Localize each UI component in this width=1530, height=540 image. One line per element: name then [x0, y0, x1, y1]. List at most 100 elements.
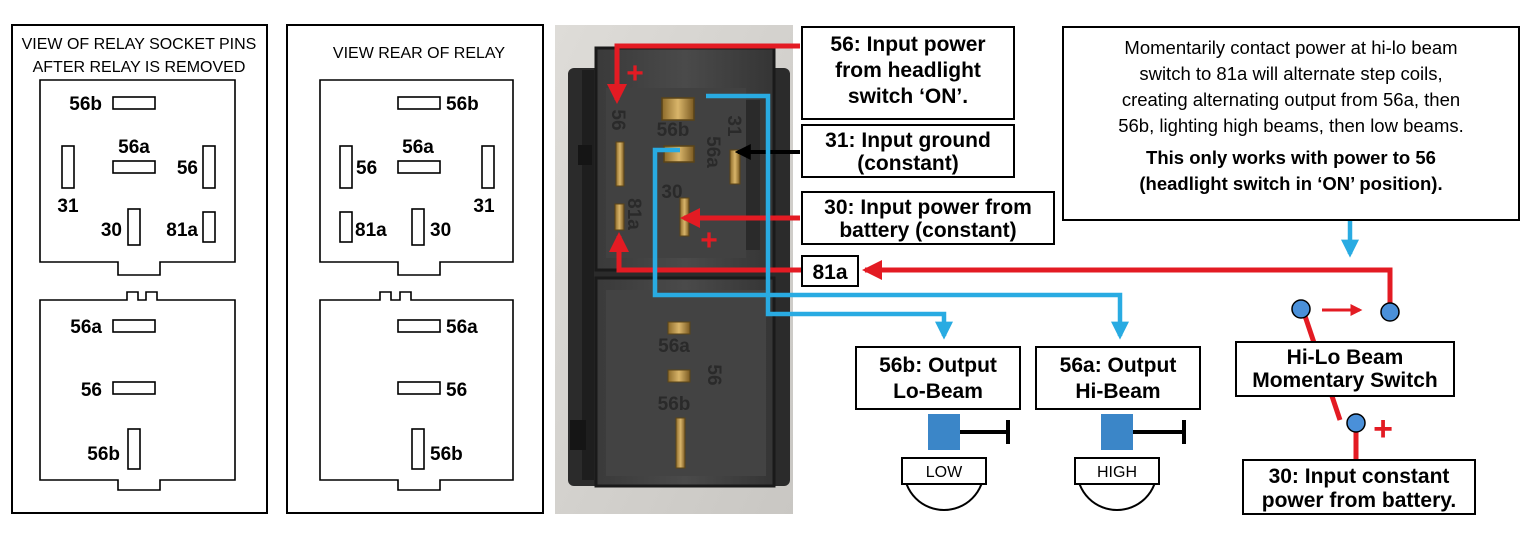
hi-bulb-connector — [1133, 420, 1186, 444]
hi-lo-switch: Hi-Lo Beam Momentary Switch — [1235, 299, 1455, 433]
callout-56-line3: switch ‘ON’. — [848, 85, 968, 108]
hi-bulb-label-box — [1074, 457, 1160, 485]
photo-label-56: 56 — [607, 109, 628, 130]
lo-bulb-connector — [960, 420, 1010, 444]
socket-label-56a: 56a — [118, 137, 150, 158]
hi-beam-bulb-icon: HIGH — [1074, 414, 1186, 511]
socket-pin-56a — [112, 160, 156, 174]
hi-beam-output: 56a: Output Hi-Beam HIGH — [1035, 346, 1201, 511]
socket-label-31: 31 — [57, 196, 79, 217]
photo-lower-label-56a: 56a — [658, 336, 690, 357]
socket-lower-pin-56a — [112, 319, 156, 333]
socket-view-panel: VIEW OF RELAY SOCKET PINS AFTER RELAY IS… — [11, 24, 268, 514]
terminal-lower-56 — [667, 369, 691, 383]
rear-pin-56b — [397, 96, 441, 110]
rear-lower-label-56b: 56b — [430, 444, 463, 465]
hi-beam-line2: Hi-Beam — [1075, 380, 1160, 403]
wire-81a-terminal — [609, 232, 802, 273]
rear-lower-label-56a: 56a — [446, 317, 478, 338]
socket-lower-label-56: 56 — [81, 380, 102, 401]
socket-panel-title-line2: AFTER RELAY IS REMOVED — [33, 59, 246, 76]
rear-lower-pin-56 — [397, 381, 441, 395]
battery-node — [1346, 413, 1366, 433]
callout-31: 31: Input ground (constant) — [801, 124, 1015, 178]
rear-pin-56a — [397, 160, 441, 174]
battery-line1: 30: Input constant — [1269, 465, 1450, 488]
socket-pin-31 — [61, 145, 75, 189]
plus-sign-30: + — [700, 224, 718, 257]
battery-box — [1242, 459, 1476, 515]
photo-label-31: 31 — [723, 115, 744, 137]
socket-pin-56 — [202, 145, 216, 189]
photo-lower-label-56b: 56b — [658, 394, 691, 415]
relay-clip-upper — [578, 145, 592, 165]
rear-label-56b: 56b — [446, 94, 479, 115]
hi-beam-line1: 56a: Output — [1060, 354, 1177, 377]
plus-sign-56: + — [626, 57, 644, 90]
socket-pin-81a — [202, 211, 216, 243]
photo-label-56a: 56a — [702, 136, 723, 168]
relay-lower-recess — [606, 290, 766, 476]
callout-56-line1: 56: Input power — [830, 33, 985, 56]
switch-line2: Momentary Switch — [1252, 369, 1438, 392]
callout-31-line2: (constant) — [857, 152, 959, 175]
relay-upper-wall — [746, 100, 760, 250]
callout-81a-label: 81a — [812, 261, 847, 284]
callout-31-box — [801, 124, 1015, 178]
rear-lower-label-56: 56 — [446, 380, 467, 401]
callout-81a: 81a — [801, 255, 859, 287]
note-line1: Momentarily contact power at hi-lo beam — [1124, 37, 1457, 58]
lo-bulb-label: LOW — [926, 464, 963, 481]
switch-node-left — [1291, 299, 1311, 319]
note-bold-line2: (headlight switch in ‘ON’ position). — [1139, 173, 1442, 194]
socket-panel-title-line1: VIEW OF RELAY SOCKET PINS — [22, 36, 257, 53]
callout-30-line1: 30: Input power from — [824, 196, 1032, 219]
photo-label-56b: 56b — [657, 120, 690, 141]
note-line2: switch to 81a will alternate step coils, — [1139, 63, 1442, 84]
wire-56a-hi-beam — [652, 147, 1129, 340]
rear-pin-30 — [411, 208, 425, 246]
battery-input: 30: Input constant power from battery. — [1242, 459, 1476, 515]
callout-81a-box — [801, 255, 859, 287]
callout-56-line2: from headlight — [835, 59, 981, 82]
socket-lower-pin-56b — [127, 428, 141, 470]
lo-bulb-base — [928, 414, 960, 450]
wire-56-power — [607, 43, 800, 104]
socket-pin-30 — [127, 208, 141, 246]
lo-beam-line1: 56b: Output — [879, 354, 997, 377]
hi-bulb-base — [1101, 414, 1133, 450]
wire-81a-switch — [865, 267, 1393, 308]
terminal-lower-56a — [667, 321, 691, 335]
switch-box — [1235, 341, 1455, 397]
rear-lower-pin-56b — [411, 428, 425, 470]
callout-31-line1: 31: Input ground — [825, 129, 991, 152]
lo-beam-line2: Lo-Beam — [893, 380, 983, 403]
switch-node-right — [1380, 302, 1400, 322]
lo-beam-bulb-icon: LOW — [901, 414, 1010, 511]
rear-view-panel: VIEW REAR OF RELAY 56b 56a 56 31 81a 30 … — [286, 24, 544, 514]
rear-pin-81a — [339, 211, 353, 243]
rear-pin-31 — [481, 145, 495, 189]
photo-label-30: 30 — [661, 182, 682, 203]
socket-lower-label-56a: 56a — [70, 317, 102, 338]
callout-56: 56: Input power from headlight switch ‘O… — [801, 26, 1015, 120]
terminal-56 — [615, 141, 625, 187]
callout-30-line2: battery (constant) — [839, 219, 1016, 242]
photo-label-81a: 81a — [623, 198, 644, 230]
callout-30-box — [801, 191, 1055, 245]
rear-label-56a: 56a — [402, 137, 434, 158]
wire-56b-lo-beam — [706, 93, 953, 340]
socket-label-81a: 81a — [166, 220, 198, 241]
note-bold-line1: This only works with power to 56 — [1146, 147, 1436, 168]
switch-line1: Hi-Lo Beam — [1287, 346, 1404, 369]
rear-pin-56 — [339, 145, 353, 189]
hi-beam-box — [1035, 346, 1201, 410]
lo-bulb-label-box — [901, 457, 987, 485]
socket-pin-56b — [112, 96, 156, 110]
terminal-lower-56b — [675, 417, 686, 469]
battery-line2: power from battery. — [1262, 489, 1456, 512]
terminal-56b — [661, 97, 695, 121]
rear-label-56: 56 — [356, 158, 377, 179]
socket-lower-pin-56 — [112, 381, 156, 395]
